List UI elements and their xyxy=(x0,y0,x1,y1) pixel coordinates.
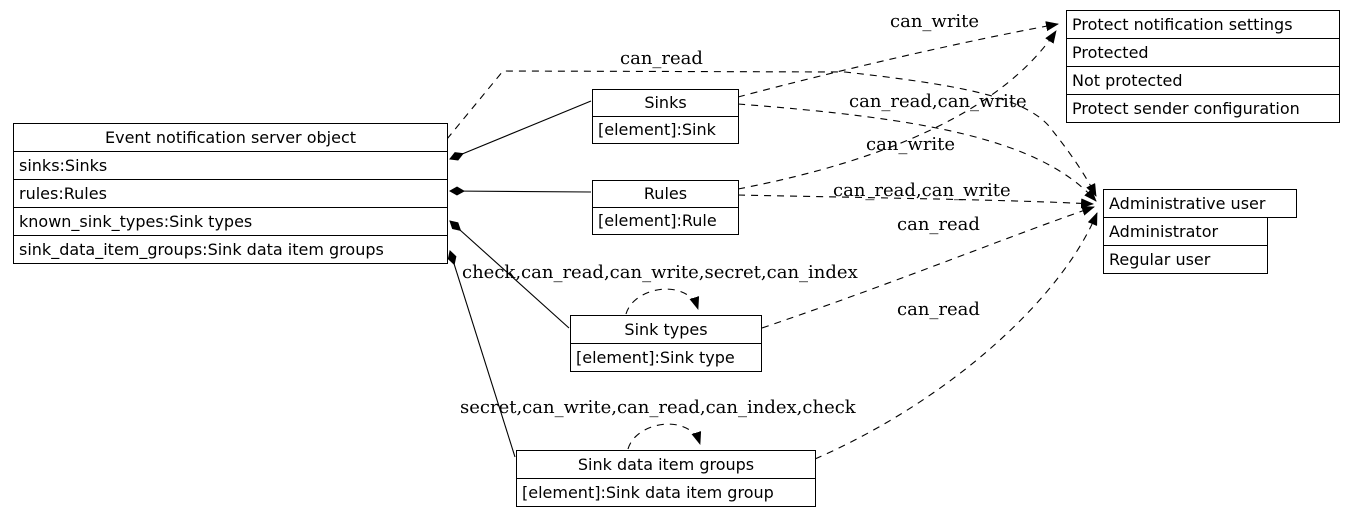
edge-label-sinks-admin: can_read,can_write xyxy=(849,91,1027,112)
node-sink-data-item-groups: Sink data item groups [element]:Sink dat… xyxy=(516,450,816,507)
edge-server-sinks xyxy=(449,100,592,161)
node-title: Event notification server object xyxy=(14,124,447,151)
node-title: Sinks xyxy=(593,90,738,116)
edge-label-sink-types-admin: can_read xyxy=(897,214,980,235)
attribute-row: [element]:Sink xyxy=(593,116,738,143)
edge-sink-data-item-groups-admin-can-read xyxy=(814,212,1098,460)
node-title: Protect notification settings xyxy=(1067,11,1339,38)
edge-sinks-protect-can-write xyxy=(737,21,1059,98)
node-title: Rules xyxy=(593,181,738,207)
attribute-row: known_sink_types:Sink types xyxy=(14,207,447,235)
attribute-row: [element]:Sink type xyxy=(571,343,761,371)
edge-label-rules-protect: can_write xyxy=(866,134,956,155)
edge-rules-protect-can-write xyxy=(737,30,1057,190)
enum-value-row: Protected xyxy=(1067,38,1339,66)
enum-value-row: Administrator xyxy=(1103,218,1268,246)
node-event-notification-server-object: Event notification server object sinks:S… xyxy=(13,123,448,264)
edge-label-sinks-protect: can_write xyxy=(890,11,980,32)
edge-sink-types-admin-can-read xyxy=(761,206,1095,329)
attribute-row: sinks:Sinks xyxy=(14,151,447,179)
edge-rules-admin-can-read-can-write xyxy=(737,194,1094,209)
attribute-row: [element]:Sink data item group xyxy=(517,478,815,506)
attribute-row: [element]:Rule xyxy=(593,207,738,234)
edge-sink-data-item-groups-self-loop xyxy=(627,423,702,450)
node-sinks: Sinks [element]:Sink xyxy=(592,89,739,144)
edge-server-admin-can-read xyxy=(446,70,1097,197)
node-administrative-user: Administrative user Administrator Regula… xyxy=(1103,189,1297,274)
attribute-row: sink_data_item_groups:Sink data item gro… xyxy=(14,235,447,263)
node-sink-types: Sink types [element]:Sink type xyxy=(570,315,762,372)
edge-label-sink-data-item-groups-admin: can_read xyxy=(897,299,980,320)
enum-value-row: Protect sender configuration xyxy=(1067,94,1339,122)
node-title: Administrative user xyxy=(1103,189,1297,218)
edge-sinks-admin-can-read-can-write xyxy=(737,103,1097,202)
edge-label-server-admin: can_read xyxy=(620,48,703,69)
edge-server-sink-types xyxy=(449,220,570,329)
attribute-row: rules:Rules xyxy=(14,179,447,207)
edge-server-sink-data-item-groups xyxy=(447,250,516,458)
edge-label-sink-types-self: check,can_read,can_write,secret,can_inde… xyxy=(462,262,858,283)
enum-value-row: Regular user xyxy=(1103,246,1268,274)
edge-sink-types-self-loop xyxy=(625,288,700,315)
node-rules: Rules [element]:Rule xyxy=(592,180,739,235)
node-title: Sink data item groups xyxy=(517,451,815,478)
edge-server-rules xyxy=(449,186,592,196)
enum-value-row: Not protected xyxy=(1067,66,1339,94)
edge-label-sink-data-item-groups-self: secret,can_write,can_read,can_index,chec… xyxy=(460,397,856,418)
edge-label-rules-admin: can_read,can_write xyxy=(833,180,1011,201)
node-protect-notification-settings: Protect notification settings Protected … xyxy=(1066,10,1340,123)
node-title: Sink types xyxy=(571,316,761,343)
